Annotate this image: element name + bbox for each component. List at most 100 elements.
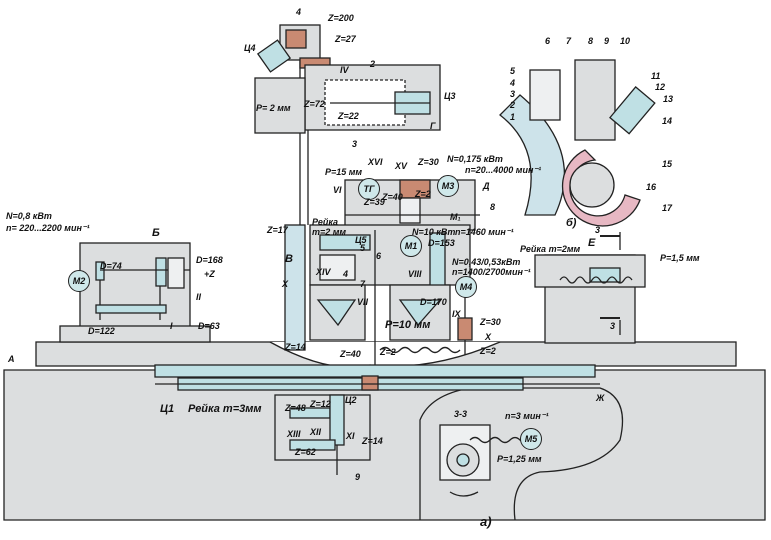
label: 2 [370, 59, 376, 69]
label: P=1,5 мм [660, 253, 700, 263]
label: 8 [490, 202, 496, 212]
label: 13 [663, 94, 674, 104]
label: Z=72 [304, 99, 325, 109]
label: 9 [604, 36, 610, 46]
label: P=10 мм [385, 319, 431, 331]
label: 6 [376, 251, 382, 261]
label: 17 [662, 203, 673, 213]
label: Ц2 [345, 395, 357, 405]
label: XIII [287, 429, 301, 439]
label: В [285, 253, 293, 265]
label: Z=22 [338, 111, 359, 121]
label: 4 [296, 7, 302, 17]
label: Ж [596, 393, 605, 403]
label: n=3 мин⁻¹ [505, 411, 549, 421]
label: X [282, 279, 289, 289]
left-block-2mm [254, 77, 306, 134]
label: 12 [655, 82, 666, 92]
label: Z=14 [362, 436, 383, 446]
label: Ц5 [355, 235, 367, 245]
label: Z=39 [364, 197, 385, 207]
label: XIV [316, 267, 331, 277]
label: 3 [352, 139, 358, 149]
label: D=63 [198, 321, 220, 331]
motor-m4: М4 [455, 276, 477, 298]
label: Z=2 [380, 347, 396, 357]
label: P=1,25 мм [497, 454, 542, 464]
label: N=0,43/0,53кВт [452, 257, 521, 267]
label: D=170 [420, 297, 447, 307]
label: 2 [510, 100, 516, 110]
label: IX [452, 309, 461, 319]
label: m=2 мм [312, 227, 347, 237]
label: 9 [355, 472, 361, 482]
label: n=20...4000 мин⁻¹ [465, 165, 542, 175]
label: N=0,175 кВт [447, 154, 503, 164]
label: D=153 [428, 238, 455, 248]
label: 5 [360, 243, 366, 253]
label: VII [357, 297, 369, 307]
label: 4 [510, 78, 516, 88]
label: 7 [566, 36, 572, 46]
label: Ц1 [160, 403, 175, 415]
label: Z=27 [335, 34, 356, 44]
label: Z=62 [295, 447, 316, 457]
label: Z=40 [382, 192, 403, 202]
label: Z=30 [480, 317, 501, 327]
label: 3-3 [454, 409, 468, 419]
rack-nut [361, 375, 379, 391]
label: I [170, 321, 173, 331]
label: 7 [360, 279, 366, 289]
motor-m2: M2 [68, 270, 90, 292]
grinding-wheel-stone [499, 94, 566, 216]
label: Z=200 [328, 13, 354, 23]
label: 6 [545, 36, 551, 46]
label: 4 [343, 269, 349, 279]
label: VIII [408, 269, 422, 279]
label: 16 [646, 182, 657, 192]
label: n=1460 мин⁻¹ [455, 227, 514, 237]
label: Рейка [312, 217, 339, 227]
label: n=1400/2700мин⁻¹ [452, 267, 531, 277]
label: а) [480, 514, 492, 529]
label: Z=14 [285, 342, 306, 352]
label: D=122 [88, 326, 115, 336]
label: Z=2 [415, 189, 431, 199]
label: Z=40 [340, 349, 361, 359]
label: 14 [662, 116, 673, 126]
label: 5 [510, 66, 516, 76]
headstock-b [79, 242, 191, 339]
label: 10 [620, 36, 631, 46]
label: XVI [368, 157, 383, 167]
rack-bar-upper [154, 364, 596, 378]
label: Z=17 [267, 225, 288, 235]
label: D=168 [196, 255, 223, 265]
label: Г [430, 121, 436, 131]
label: P= 2 мм [256, 103, 291, 113]
label: XII [310, 427, 322, 437]
label: А [8, 354, 15, 364]
label: IV [340, 65, 349, 75]
label: N=10 кВт [412, 227, 456, 237]
motor-tg: ТГ [358, 178, 380, 200]
base-bed [3, 369, 766, 521]
label: P=15 мм [325, 167, 363, 177]
column-left-rail [284, 224, 306, 351]
label: б) [566, 217, 577, 229]
headstock-base [59, 325, 211, 343]
label: N=0,8 кВт [6, 211, 52, 221]
label: 11 [651, 71, 661, 81]
label: X [485, 332, 492, 342]
label: Рейка m=2мм [520, 244, 581, 254]
label: М₁ [450, 212, 461, 222]
label: Ц4 [244, 43, 256, 53]
label: VI [333, 185, 342, 195]
label: 1 [510, 112, 516, 122]
cylinder-c4 [256, 39, 292, 73]
wheel-hub [569, 162, 615, 208]
label: Z=2 [480, 346, 496, 356]
label: 8 [588, 36, 594, 46]
label: +Z [204, 269, 215, 279]
